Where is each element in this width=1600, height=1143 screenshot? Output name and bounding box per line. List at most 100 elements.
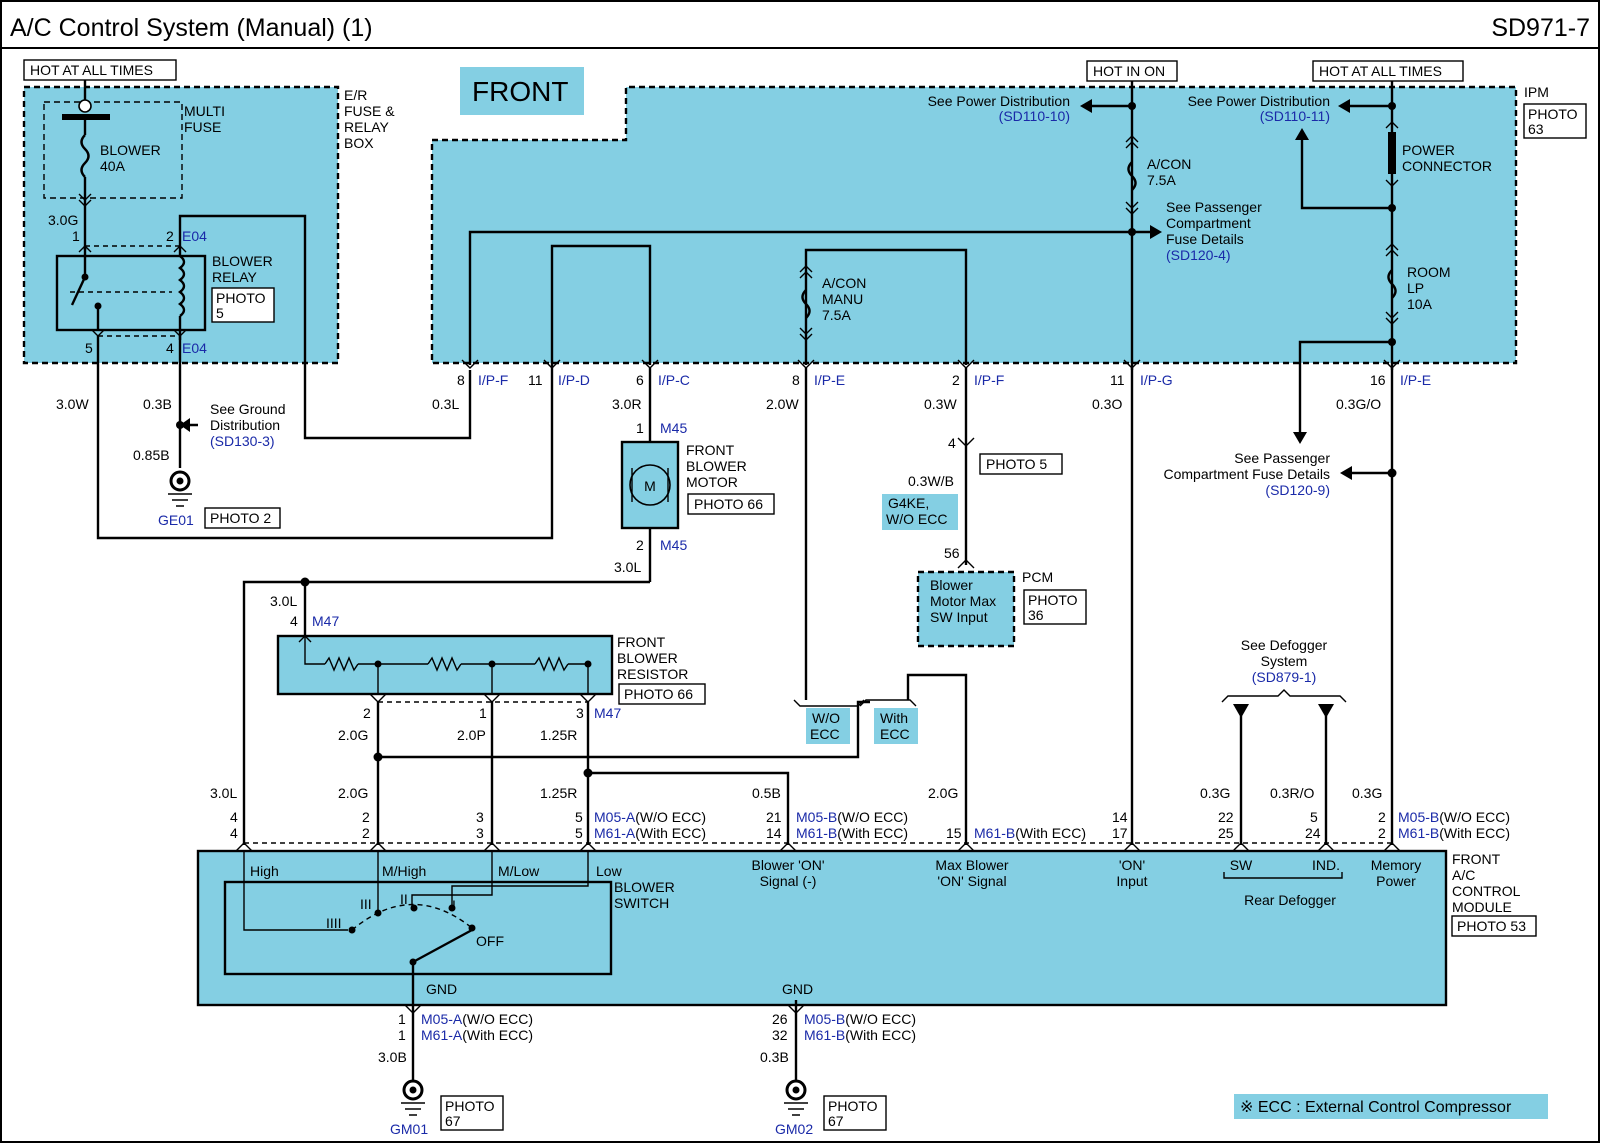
ipm-photo-tag [1523,103,1587,139]
memory-power-label: Memory [1371,857,1422,873]
see-passenger-1-link[interactable]: See Passenger [1166,199,1262,215]
blower-switch [223,880,613,976]
hot-at-all-times-tag-1 [23,59,177,81]
blower-switch-label: BLOWER [614,879,675,895]
wire-2.0W: 2.0W [766,396,799,412]
page-title: A/C Control System (Manual) (1) [10,14,373,42]
module-photo-tag [1451,915,1537,937]
hot-at-all-times-label-1: HOT AT ALL TIMES [30,62,153,78]
svg-text:2: 2 [952,372,960,388]
connector-ip-d-11: I/P-D [558,372,590,388]
blower-fuse-icon [80,134,90,178]
svg-text:Fuse Details: Fuse Details [1166,231,1244,247]
svg-text:3: 3 [576,705,584,721]
svg-text:1: 1 [636,420,644,436]
hot-at-all-times-tag-2 [1312,60,1464,82]
svg-text:10A: 10A [1407,296,1433,312]
room-lp-label: ROOM [1407,264,1451,280]
multi-fuse-box [43,101,183,199]
blower-fuse-label: BLOWER [100,142,161,158]
gnd-1-label: GND [426,981,457,997]
svg-text:8: 8 [457,372,465,388]
svg-text:Compartment: Compartment [1166,215,1251,231]
svg-text:5: 5 [1310,809,1318,825]
svg-text:PHOTO: PHOTO [1028,592,1078,608]
svg-text:4: 4 [948,435,956,451]
ground-gm01-label: GM01 [390,1121,428,1137]
g4ke-tag [882,494,958,530]
connector-m47-3: M47 [594,705,621,721]
wire-0.3B-b: 0.3B [760,1049,789,1065]
svg-text:PHOTO 53: PHOTO 53 [1457,918,1526,934]
see-defogger-link[interactable]: See Defogger [1241,637,1328,653]
see-ground-link[interactable]: See Ground [210,401,286,417]
svg-text:M: M [644,478,656,494]
svg-text:RELAY: RELAY [212,269,258,285]
front-blower-motor-label: FRONT [686,442,735,458]
connector-e04-bottom: E04 [182,340,207,356]
room-lp-fuse-icon [1387,269,1397,299]
gm01-photo-tag [440,1095,504,1131]
connector-ip-f-8: I/P-F [478,372,508,388]
front-ac-control-module [196,849,1448,1007]
svg-text:4: 4 [230,825,238,841]
connector-ip-g-11: I/P-G [1140,372,1173,388]
svg-text:Compartment Fuse Details: Compartment Fuse Details [1163,466,1330,482]
wire-2.0G-a: 2.0G [338,727,368,743]
wire-3.0R: 3.0R [612,396,642,412]
svg-text:PHOTO 66: PHOTO 66 [694,496,763,512]
resistor-icon [427,656,462,672]
svg-text:SW Input: SW Input [930,609,988,625]
acon-manu-label: A/CON [822,275,866,291]
svg-text:Power: Power [1376,873,1416,889]
svg-text:5: 5 [575,809,583,825]
svg-text:2: 2 [636,537,644,553]
svg-text:CONTROL: CONTROL [1452,883,1521,899]
wire-2.0P: 2.0P [457,727,486,743]
see-ground-ref[interactable]: (SD130-3) [210,433,275,449]
blower-relay-label: BLOWER [212,253,273,269]
connector-m05-b: M05-B(W/O ECC) [796,809,908,825]
see-defogger-ref[interactable]: (SD879-1) [1252,669,1317,685]
wire-3.0L-a: 3.0L [614,559,641,575]
connector-ip-e-16: I/P-E [1400,372,1431,388]
see-power-dist-2-ref[interactable]: (SD110-11) [1260,108,1330,124]
ecc-note: ※ ECC : External Control Compressor [1240,1099,1512,1116]
svg-text:3: 3 [476,825,484,841]
see-power-dist-1-link[interactable]: See Power Distribution [928,93,1070,109]
svg-text:'ON' Signal: 'ON' Signal [937,873,1006,889]
relay-coil-icon [178,255,186,317]
svg-text:67: 67 [828,1113,844,1129]
svg-text:II: II [400,891,408,907]
resistor-icon [534,656,569,672]
see-power-dist-2-link[interactable]: See Power Distribution [1188,93,1330,109]
svg-text:5: 5 [216,305,224,321]
connector-m61-b: M61-B(With ECC) [796,825,908,841]
resistor-photo-tag [618,683,706,705]
svg-text:7.5A: 7.5A [1147,172,1176,188]
resistor-icon [324,656,359,672]
wire-0.3W: 0.3W [924,396,957,412]
switch-lever-icon [412,928,473,964]
wire-3.0B: 3.0B [378,1049,407,1065]
svg-text:14: 14 [766,825,782,841]
multi-fuse-label: MULTI [184,103,225,119]
svg-text:I: I [452,897,456,913]
see-passenger-1-ref[interactable]: (SD120-4) [1166,247,1231,263]
pcm-input-label: Blower [930,577,973,593]
svg-text:15: 15 [946,825,962,841]
svg-text:25: 25 [1218,825,1234,841]
svg-text:36: 36 [1028,607,1044,623]
svg-text:6: 6 [636,372,644,388]
see-passenger-2-ref[interactable]: (SD120-9) [1265,482,1330,498]
ec01-photo-tag [979,453,1063,475]
svg-text:Input: Input [1116,873,1147,889]
see-power-dist-1-ref[interactable]: (SD110-10) [999,108,1070,124]
arrow-left-icon [1340,466,1352,480]
connector-m45-1: M45 [660,420,687,436]
wo-ecc-label: W/O [812,710,840,726]
wire-3.0W: 3.0W [56,396,89,412]
see-passenger-2-link[interactable]: See Passenger [1234,450,1330,466]
svg-text:8: 8 [792,372,800,388]
wire-1.25R-b: 1.25R [540,785,577,801]
